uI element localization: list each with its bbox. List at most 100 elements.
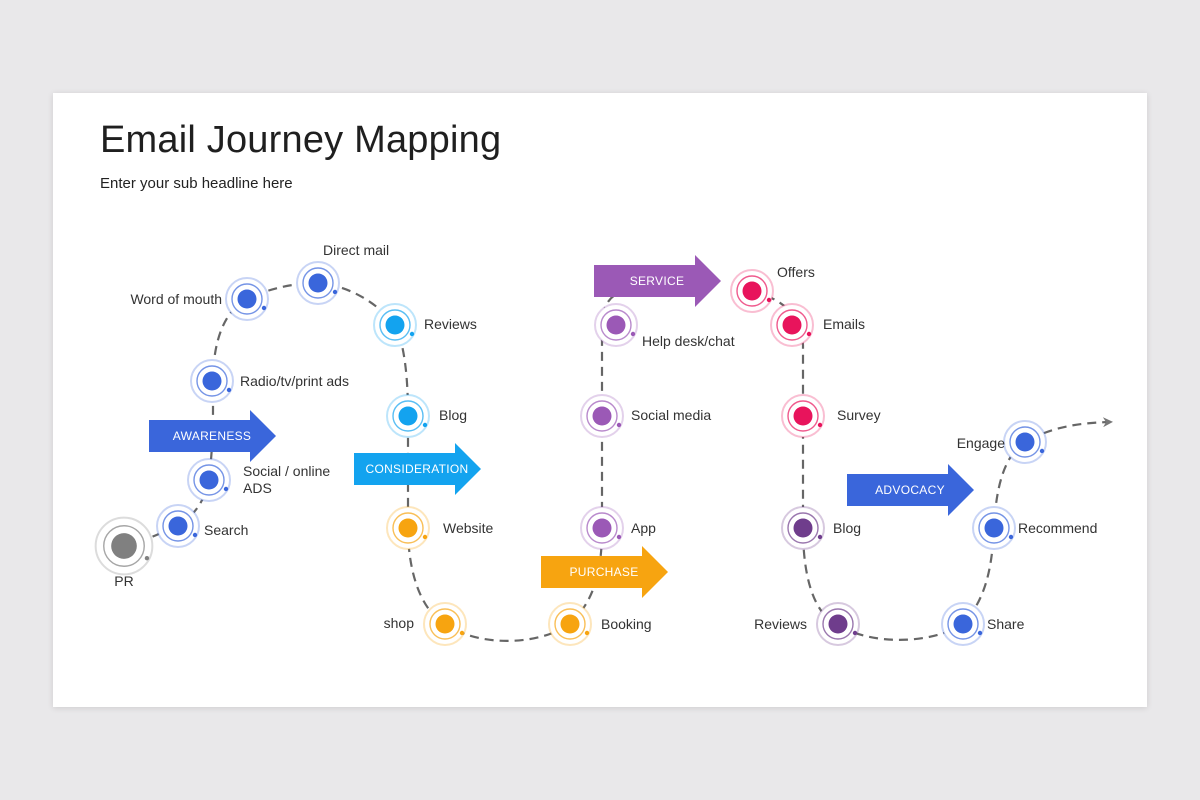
touchpoint-node-social-online-ads <box>187 458 231 502</box>
stage-arrow-purchase: PURCHASE <box>541 546 668 598</box>
touchpoint-satellite-dot <box>332 289 338 295</box>
touchpoint-dot <box>793 406 813 426</box>
touchpoint-ring <box>1009 426 1041 458</box>
touchpoint-node-help-desk <box>594 303 638 347</box>
touchpoint-node-reviews-2 <box>816 602 860 646</box>
touchpoint-node-radio-tv-print <box>190 359 234 403</box>
touchpoint-label-pr: PR <box>114 573 133 589</box>
touchpoint-label-direct-mail: Direct mail <box>323 242 389 258</box>
touchpoint-label-social-online: Social / online <box>243 463 330 479</box>
touchpoint-dot <box>308 273 328 293</box>
stage-label-service: SERVICE <box>630 274 685 288</box>
touchpoint-ring <box>302 267 334 299</box>
touchpoint-satellite-dot <box>223 486 229 492</box>
touchpoint-node-search <box>156 504 200 548</box>
touchpoint-satellite-dot <box>806 331 812 337</box>
touchpoint-satellite-dot <box>459 630 465 636</box>
touchpoint-node-reviews-1 <box>373 303 417 347</box>
touchpoint-label-reviews-2: Reviews <box>754 616 807 632</box>
touchpoint-node-shop <box>423 602 467 646</box>
touchpoint-ring <box>392 512 424 544</box>
touchpoint-ring <box>392 400 424 432</box>
touchpoint-dot <box>202 371 222 391</box>
touchpoint-dot <box>793 518 813 538</box>
touchpoint-satellite-dot <box>616 534 622 540</box>
touchpoint-satellite-dot <box>977 630 983 636</box>
touchpoint-node-recommend <box>972 506 1016 550</box>
touchpoint-satellite-dot <box>852 630 858 636</box>
touchpoint-ring <box>162 510 194 542</box>
touchpoint-satellite-dot <box>409 331 415 337</box>
touchpoint-ring <box>231 283 263 315</box>
touchpoint-dot <box>1015 432 1035 452</box>
touchpoint-ring <box>787 512 819 544</box>
touchpoint-label-engage: Engage <box>957 435 1005 451</box>
touchpoint-dot <box>199 470 219 490</box>
touchpoint-label-help-desk: Help desk/chat <box>642 333 735 349</box>
touchpoint-node-emails <box>770 303 814 347</box>
touchpoint-label-emails: Emails <box>823 316 865 332</box>
touchpoint-ring <box>379 309 411 341</box>
touchpoint-node-engage <box>1003 420 1047 464</box>
touchpoint-label-search: Search <box>204 522 248 538</box>
stage-arrow-consideration: CONSIDERATION <box>354 443 481 495</box>
touchpoint-ring <box>586 512 618 544</box>
touchpoint-ring <box>586 400 618 432</box>
touchpoint-dot <box>592 518 612 538</box>
touchpoint-ring <box>429 608 461 640</box>
touchpoint-dot <box>828 614 848 634</box>
touchpoint-ring <box>196 365 228 397</box>
touchpoint-label-word-of-mouth: Word of mouth <box>130 291 222 307</box>
touchpoint-label-blog-2: Blog <box>833 520 861 536</box>
touchpoint-ring <box>978 512 1010 544</box>
touchpoint-label-booking: Booking <box>601 616 652 632</box>
touchpoint-dot <box>592 406 612 426</box>
stage-label-advocacy: ADVOCACY <box>875 483 945 497</box>
touchpoint-ring <box>736 275 768 307</box>
touchpoint-satellite-dot <box>584 630 590 636</box>
page-subtitle: Enter your sub headline here <box>100 175 293 192</box>
touchpoint-ring <box>193 464 225 496</box>
touchpoint-satellite-dot <box>261 305 267 311</box>
touchpoint-dot <box>782 315 802 335</box>
touchpoint-node-booking <box>548 602 592 646</box>
touchpoint-ring <box>787 400 819 432</box>
touchpoint-label-blog-1: Blog <box>439 407 467 423</box>
touchpoint-dot <box>111 533 137 559</box>
touchpoint-dot <box>168 516 188 536</box>
touchpoint-dot <box>742 281 762 301</box>
touchpoint-dot <box>398 406 418 426</box>
stage-arrow-service: SERVICE <box>594 255 721 307</box>
touchpoint-label-radio-tv-print: Radio/tv/print ads <box>240 373 349 389</box>
touchpoint-satellite-dot <box>226 387 232 393</box>
touchpoint-dot <box>606 315 626 335</box>
touchpoint-label-shop: shop <box>384 615 415 631</box>
touchpoint-node-direct-mail <box>296 261 340 305</box>
stage-label-awareness: AWARENESS <box>173 429 252 443</box>
touchpoint-node-blog-2 <box>781 506 825 550</box>
touchpoint-ring <box>554 608 586 640</box>
touchpoint-label-social-media: Social media <box>631 407 711 423</box>
touchpoint-satellite-dot <box>630 331 636 337</box>
stage-arrow-advocacy: ADVOCACY <box>847 464 974 516</box>
touchpoint-dot <box>953 614 973 634</box>
touchpoint-label-recommend: Recommend <box>1018 520 1097 536</box>
touchpoint-satellite-dot <box>192 532 198 538</box>
touchpoint-dot <box>560 614 580 634</box>
touchpoint-satellite-dot <box>144 555 150 561</box>
touchpoint-label-website: Website <box>443 520 494 536</box>
touchpoint-node-survey <box>781 394 825 438</box>
touchpoint-node-social-media <box>580 394 624 438</box>
touchpoint-dot <box>385 315 405 335</box>
touchpoint-dot <box>435 614 455 634</box>
stage-label-purchase: PURCHASE <box>569 565 638 579</box>
touchpoint-satellite-dot <box>422 422 428 428</box>
touchpoint-label-ads: ADS <box>243 480 272 496</box>
touchpoint-ring <box>103 525 145 567</box>
touchpoint-label-share: Share <box>987 616 1025 632</box>
stage-arrow-awareness: AWARENESS <box>149 410 276 462</box>
touchpoint-satellite-dot <box>422 534 428 540</box>
touchpoint-satellite-dot <box>817 534 823 540</box>
touchpoint-node-blog-1 <box>386 394 430 438</box>
